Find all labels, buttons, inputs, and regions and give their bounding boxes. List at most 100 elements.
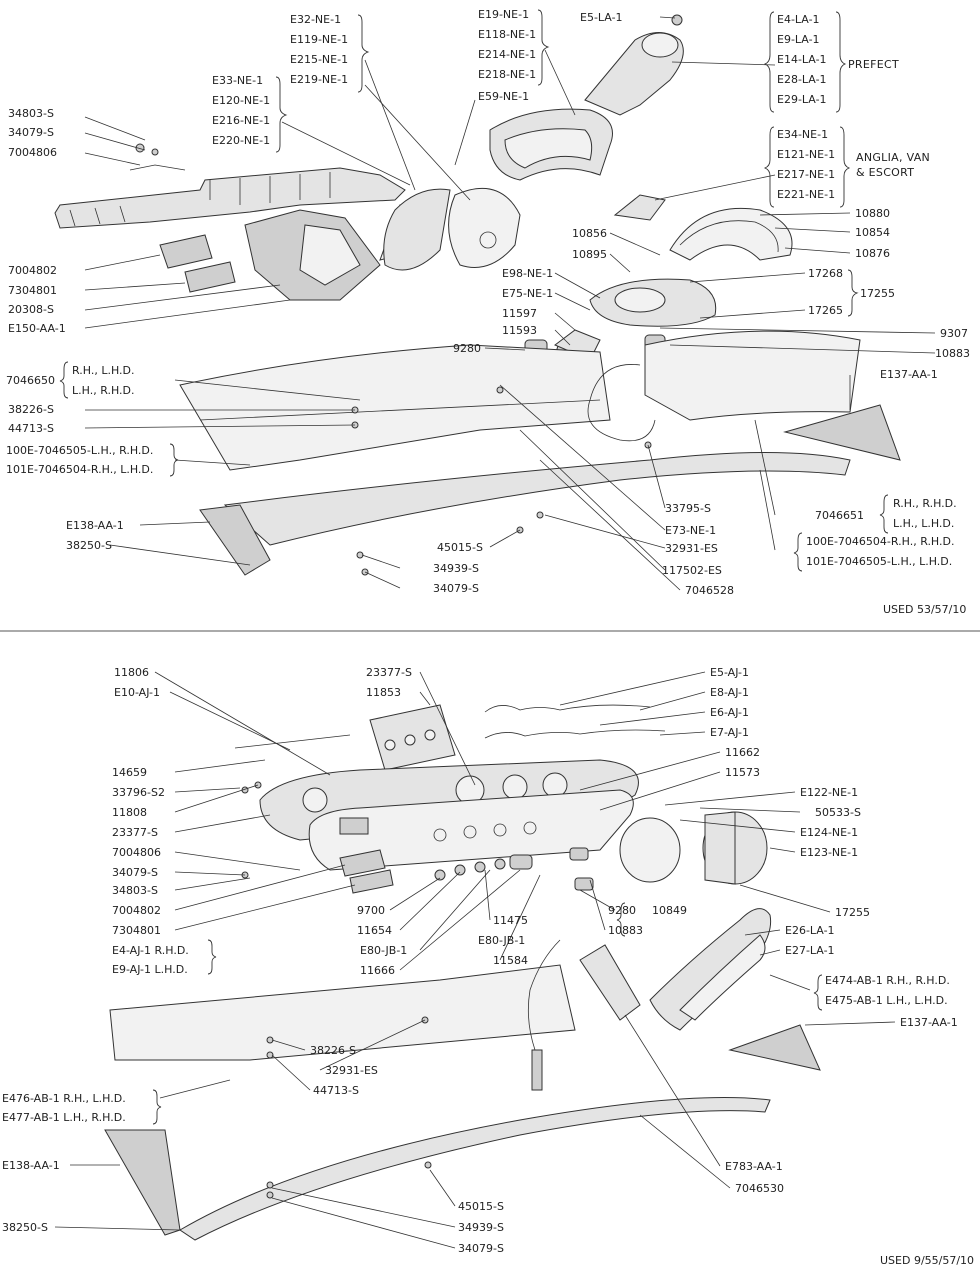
- label-7004802-2: 7004802: [112, 904, 161, 917]
- label-34079-s-4: 34079-S: [458, 1242, 504, 1255]
- label-e123-ne-1: E123-NE-1: [800, 846, 858, 859]
- label-e221-ne-1: E221-NE-1: [777, 188, 835, 201]
- label-11853: 11853: [366, 686, 401, 699]
- label-9280-2: 9280: [608, 904, 636, 917]
- label-e14-la-1: E14-LA-1: [777, 53, 827, 66]
- label-e119-ne-1: E119-NE-1: [290, 33, 348, 46]
- label-17255: 17255: [860, 287, 895, 300]
- label-e137-aa-1-2: E137-AA-1: [900, 1016, 958, 1029]
- label-e4-la-1: E4-LA-1: [777, 13, 820, 26]
- label-7046530: 7046530: [735, 1182, 784, 1195]
- label-17255-2: 17255: [835, 906, 870, 919]
- label-9307: 9307: [940, 327, 968, 340]
- label-e8-aj-1: E8-AJ-1: [710, 686, 749, 699]
- label-11806: 11806: [114, 666, 149, 679]
- label-e33-ne-1: E33-NE-1: [212, 74, 263, 87]
- label-e150-aa-1: E150-AA-1: [8, 322, 66, 335]
- label-and-escort: & ESCORT: [856, 166, 914, 179]
- label-7304801-2: 7304801: [112, 924, 161, 937]
- label-e124-ne-1: E124-NE-1: [800, 826, 858, 839]
- label-7046651: 7046651: [815, 509, 864, 522]
- label-e138-aa-1-2: E138-AA-1: [2, 1159, 60, 1172]
- label-11573: 11573: [725, 766, 760, 779]
- label-e73-ne-1: E73-NE-1: [665, 524, 716, 537]
- label-101e-7046505: 101E-7046505-L.H., L.H.D.: [806, 555, 952, 568]
- label-45015-s-2: 45015-S: [458, 1200, 504, 1213]
- label-e80-jb-1-b: E80-JB-1: [478, 934, 525, 947]
- label-14659: 14659: [112, 766, 147, 779]
- label-7004806: 7004806: [8, 146, 57, 159]
- label-10849: 10849: [652, 904, 687, 917]
- label-prefect: PREFECT: [848, 58, 899, 71]
- label-e137-aa-1: E137-AA-1: [880, 368, 938, 381]
- label-e9-la-1: E9-LA-1: [777, 33, 820, 46]
- label-lh-rhd-1: L.H., R.H.D.: [72, 384, 134, 397]
- label-e75-ne-1: E75-NE-1: [502, 287, 553, 300]
- label-e19-ne-1: E19-NE-1: [478, 8, 529, 21]
- label-lh-lhd-1: L.H., L.H.D.: [893, 517, 954, 530]
- lower-parts: [104, 704, 821, 1241]
- label-e59-ne-1: E59-NE-1: [478, 90, 529, 103]
- label-10854: 10854: [855, 226, 890, 239]
- label-9700: 9700: [357, 904, 385, 917]
- label-e214-ne-1: E214-NE-1: [478, 48, 536, 61]
- label-10876: 10876: [855, 247, 890, 260]
- upper-parts: [54, 14, 901, 576]
- label-17268: 17268: [808, 267, 843, 280]
- label-34079-s-3: 34079-S: [112, 866, 158, 879]
- label-34079-s-2: 34079-S: [433, 582, 479, 595]
- label-e34-ne-1: E34-NE-1: [777, 128, 828, 141]
- label-e216-ne-1: E216-NE-1: [212, 114, 270, 127]
- label-e477-ab-1: E477-AB-1 L.H., R.H.D.: [2, 1111, 126, 1124]
- label-11808: 11808: [112, 806, 147, 819]
- label-e476-ab-1: E476-AB-1 R.H., L.H.D.: [2, 1092, 126, 1105]
- label-e27-la-1: E27-LA-1: [785, 944, 835, 957]
- label-e219-ne-1: E219-NE-1: [290, 73, 348, 86]
- label-17265: 17265: [808, 304, 843, 317]
- label-38250-s: 38250-S: [66, 539, 112, 552]
- label-e29-la-1: E29-LA-1: [777, 93, 827, 106]
- label-e474-ab-1: E474-AB-1 R.H., R.H.D.: [825, 974, 950, 987]
- label-117502-es: 117502-ES: [662, 564, 722, 577]
- label-11654: 11654: [357, 924, 392, 937]
- label-e7-aj-1: E7-AJ-1: [710, 726, 749, 739]
- label-32931-es: 32931-ES: [665, 542, 718, 555]
- label-10895: 10895: [572, 248, 607, 261]
- lower-labels: 11806 E10-AJ-1 23377-S 11853 E5-AJ-1 E8-…: [2, 666, 974, 1267]
- label-32931-es-2: 32931-ES: [325, 1064, 378, 1077]
- label-e5-la-1: E5-LA-1: [580, 11, 623, 24]
- label-33795-s: 33795-S: [665, 502, 711, 515]
- label-44713-s-2: 44713-S: [313, 1084, 359, 1097]
- label-7004806: 7004806: [112, 846, 161, 859]
- label-38226-s-2: 38226-S: [310, 1044, 356, 1057]
- braces: [59, 9, 889, 1125]
- label-anglia-van: ANGLIA, VAN: [856, 151, 930, 164]
- label-e32-ne-1: E32-NE-1: [290, 13, 341, 26]
- label-e118-ne-1: E118-NE-1: [478, 28, 536, 41]
- label-23377-s-2: 23377-S: [112, 826, 158, 839]
- label-e122-ne-1: E122-NE-1: [800, 786, 858, 799]
- label-20308-s: 20308-S: [8, 303, 54, 316]
- label-e215-ne-1: E215-NE-1: [290, 53, 348, 66]
- label-11666: 11666: [360, 964, 395, 977]
- label-7046528: 7046528: [685, 584, 734, 597]
- label-11597: 11597: [502, 307, 537, 320]
- label-e138-aa-1: E138-AA-1: [66, 519, 124, 532]
- label-7304801: 7304801: [8, 284, 57, 297]
- label-11584: 11584: [493, 954, 528, 967]
- label-23377-s: 23377-S: [366, 666, 412, 679]
- label-38226-s: 38226-S: [8, 403, 54, 416]
- label-e9-aj-1: E9-AJ-1 L.H.D.: [112, 963, 188, 976]
- label-11662: 11662: [725, 746, 760, 759]
- label-100e-7046505: 100E-7046505-L.H., R.H.D.: [6, 444, 153, 457]
- label-e218-ne-1: E218-NE-1: [478, 68, 536, 81]
- label-44713-s: 44713-S: [8, 422, 54, 435]
- label-10883: 10883: [935, 347, 970, 360]
- label-rh-lhd-1: R.H., L.H.D.: [72, 364, 134, 377]
- label-rh-rhd-1: R.H., R.H.D.: [893, 497, 957, 510]
- label-45015-s: 45015-S: [437, 541, 483, 554]
- label-33796-s2: 33796-S2: [112, 786, 165, 799]
- upper-labels: E32-NE-1 E119-NE-1 E215-NE-1 E219-NE-1 E…: [6, 8, 970, 616]
- label-34803-s-2: 34803-S: [112, 884, 158, 897]
